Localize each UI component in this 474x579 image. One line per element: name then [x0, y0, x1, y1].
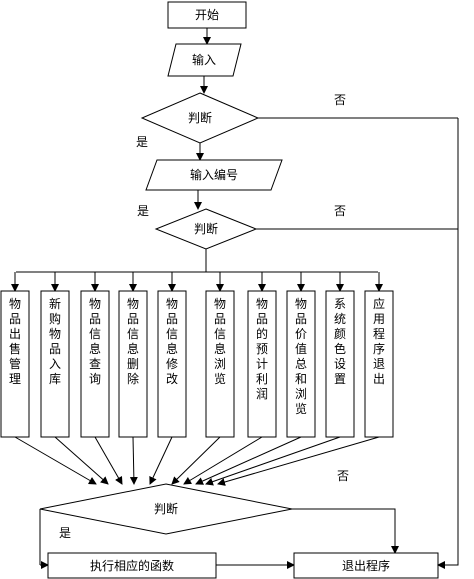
function-box	[40, 290, 70, 438]
decision-1-label: 判断	[188, 110, 212, 125]
execute-label: 执行相应的函数	[90, 558, 174, 573]
start-label: 开始	[195, 8, 219, 22]
decision-2-label: 判断	[194, 221, 218, 236]
decision-3-label: 判断	[154, 501, 178, 516]
converge-arrow	[205, 436, 341, 486]
converge-arrow	[14, 436, 97, 485]
function-box-label: 物品价值总和浏览	[295, 297, 307, 416]
converge-arrow	[171, 436, 221, 485]
converge-arrow	[183, 436, 263, 485]
input-parallelogram	[167, 43, 242, 77]
function-box-label: 物品信息查询	[89, 297, 101, 386]
converge-arrow	[54, 436, 109, 485]
no-label-2: 否	[334, 204, 346, 218]
function-box	[205, 290, 235, 438]
function-box	[80, 290, 110, 438]
function-box-label: 物品信息浏览	[214, 297, 226, 386]
function-box	[325, 290, 355, 438]
function-box	[247, 290, 277, 438]
exit-label: 退出程序	[342, 558, 390, 573]
converge-arrow	[217, 436, 380, 486]
decision-3-diamond	[39, 483, 293, 535]
function-box	[286, 290, 316, 438]
function-box	[157, 290, 187, 438]
function-box-label: 物品的预计利润	[256, 297, 268, 401]
function-box-label: 系统颜色设置	[334, 297, 346, 386]
input-number-label: 输入编号	[190, 167, 238, 182]
start-box	[167, 1, 247, 29]
converge-arrow	[149, 436, 173, 485]
converge-arrow	[195, 436, 302, 485]
function-box-label: 物品出售管理	[9, 297, 21, 386]
yes-label-3: 是	[59, 526, 71, 540]
function-box-label: 应用程序退出	[373, 296, 385, 386]
function-box	[0, 290, 30, 438]
execute-box	[47, 552, 217, 579]
function-box-label: 新购物品入库	[49, 296, 61, 386]
function-box-label: 物品信息删除	[127, 297, 139, 386]
converge-arrow	[129, 436, 138, 485]
no-label-1: 否	[334, 93, 346, 107]
input-number-parallelogram	[145, 159, 283, 191]
no-label-3: 否	[337, 469, 349, 483]
function-box	[364, 290, 394, 438]
function-box-label: 物品信息修改	[166, 297, 178, 386]
converge-arrow	[94, 436, 123, 485]
input-label: 输入	[192, 52, 216, 67]
yes-label-2: 是	[137, 204, 149, 218]
yes-label-1: 是	[136, 135, 148, 149]
